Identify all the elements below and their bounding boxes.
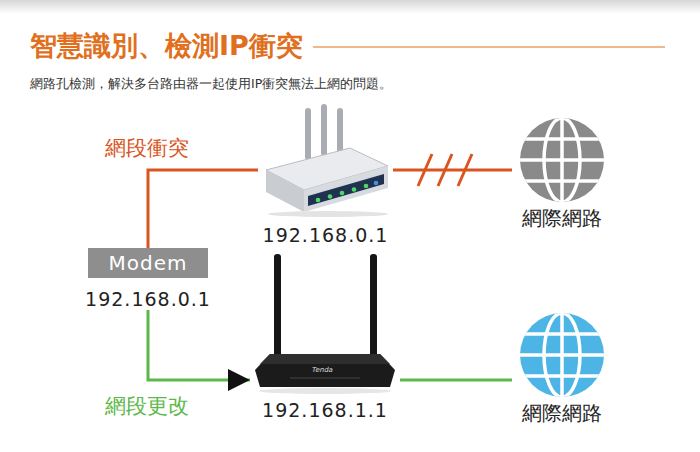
description-note: 網路孔檢測，解決多台路由器一起使用IP衝突無法上網的問題。 xyxy=(30,76,392,93)
edge-label: 網段衝突 xyxy=(103,134,191,162)
internet-label: 網際網路 xyxy=(512,400,612,427)
ip-address: 192.168.1.1 xyxy=(250,399,400,421)
router-illustration xyxy=(258,100,393,218)
router-node: 192.168.1.1 xyxy=(250,250,400,422)
internet-node: 網際網路 xyxy=(512,310,612,428)
brand-mark: Tenda xyxy=(312,366,333,374)
connector-line xyxy=(148,310,250,380)
connector-line xyxy=(393,169,512,172)
diagram-title: 智慧識別、檢測IP衝突 xyxy=(30,28,303,64)
edge-label: 網段更改 xyxy=(103,392,191,420)
router-node: 192.168.0.1 xyxy=(258,100,393,248)
connector-line xyxy=(148,170,258,248)
ip-address: 192.168.0.1 xyxy=(78,288,218,310)
modem-box: Modem xyxy=(88,248,208,278)
title-rule xyxy=(313,47,665,48)
globe-icon xyxy=(512,115,612,205)
modem-node: Modem 192.168.0.1 xyxy=(78,248,218,310)
globe-icon xyxy=(512,310,612,400)
ip-address: 192.168.0.1 xyxy=(258,224,393,246)
top-bar xyxy=(0,0,700,14)
connector-line xyxy=(400,379,512,382)
internet-node: 網際網路 xyxy=(512,115,612,233)
internet-label: 網際網路 xyxy=(512,205,612,232)
